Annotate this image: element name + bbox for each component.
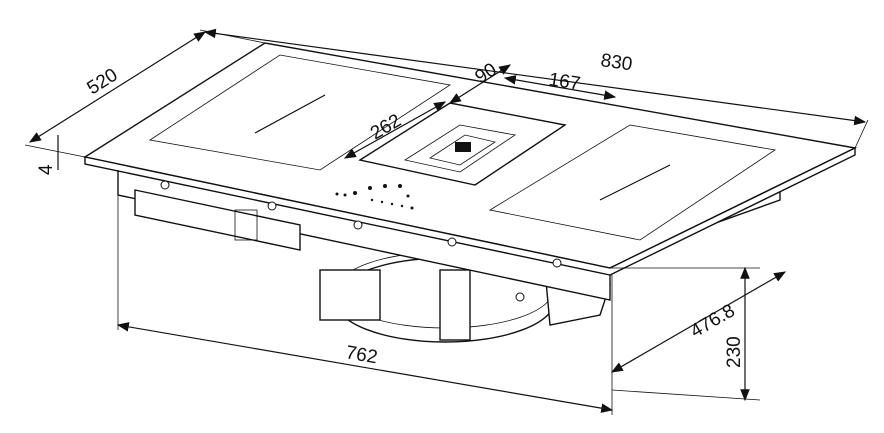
connector-grille	[234, 209, 258, 241]
vent-center-icon	[455, 142, 471, 152]
control-panel[interactable]	[335, 184, 414, 210]
dim-vent-width: 167	[547, 69, 582, 95]
dim-thickness: 4	[36, 164, 57, 175]
glass-top	[83, 42, 858, 276]
dim-cutout-depth: 476.8	[687, 300, 739, 342]
mounting-screws	[160, 180, 562, 302]
dim-height: 230	[724, 336, 745, 368]
dimension-lines	[24, 28, 869, 415]
dim-depth: 520	[84, 65, 122, 100]
dim-width: 830	[599, 50, 633, 75]
cooking-zone-right	[488, 124, 777, 241]
